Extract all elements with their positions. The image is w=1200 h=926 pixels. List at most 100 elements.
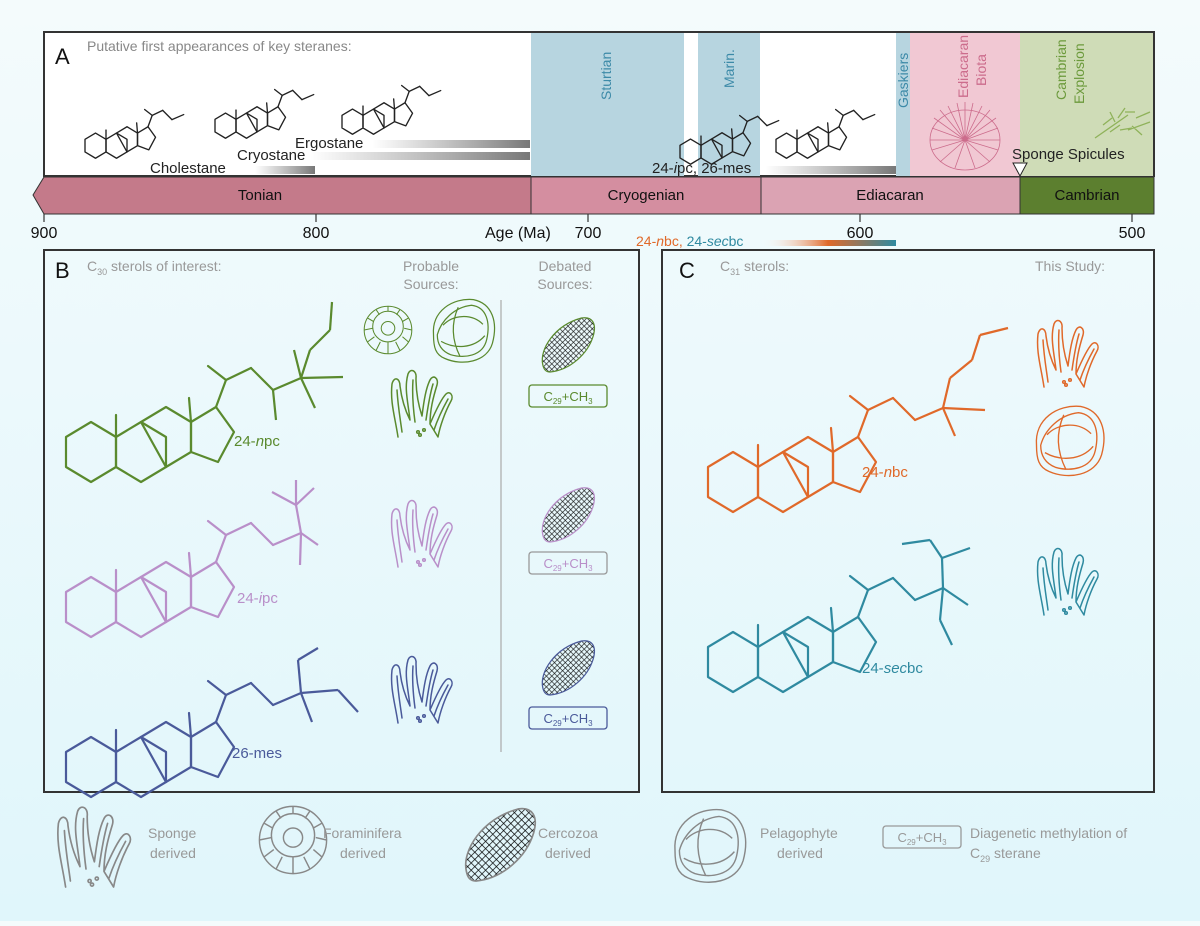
nbc-structure — [706, 394, 945, 514]
cambrian-explosion-band — [1020, 33, 1153, 176]
sponge-icon-mes — [390, 655, 453, 724]
cryostane-label: Cryostane — [237, 147, 305, 164]
npc-structure — [64, 349, 303, 484]
gaskiers-label: Gaskiers — [895, 53, 911, 108]
debated-sources-2: Sources: — [537, 276, 592, 292]
cholestane-label: Cholestane — [150, 160, 226, 177]
period-cambrian — [1019, 176, 1155, 215]
ipc-b-structure — [64, 519, 303, 639]
sponge-icon-npc — [390, 369, 453, 438]
pelagophyte-icon-nbc — [1035, 405, 1105, 477]
legend-pelago-1: Pelagophyte — [760, 825, 838, 841]
legend-methylation-box-label: C29+CH3 — [897, 830, 947, 847]
period-tonian-label: Tonian — [238, 187, 282, 204]
panel-c-letter: C — [679, 258, 695, 283]
nbc-label: 24-nbc — [862, 464, 908, 481]
ipc-mes-bar — [765, 166, 896, 174]
marinoan-band — [698, 33, 760, 176]
ipc-label: 24-ipc — [237, 590, 278, 607]
secbc-extra — [901, 538, 971, 646]
age-axis-label: Age (Ma) — [485, 225, 551, 242]
foram-icon-npc — [363, 305, 413, 355]
period-cryogenian-label: Cryogenian — [608, 187, 685, 204]
ergostane-label: Ergostane — [295, 135, 363, 152]
ipc-mes-label: 24-ipc, 26-mes — [652, 160, 751, 177]
legend-foram-icon — [258, 805, 328, 875]
cryostane-bar — [310, 152, 530, 160]
nbc-extra — [941, 326, 1009, 437]
mes-label: 26-mes — [232, 745, 282, 762]
period-ediacaran — [760, 176, 1021, 215]
legend-sponge-icon — [57, 806, 132, 888]
cercozoa-icon-ipc — [541, 487, 596, 543]
legend-sponge-1: Sponge — [148, 825, 196, 841]
legend-pelago-2: derived — [777, 845, 823, 861]
pelagophyte-icon-npc — [432, 298, 496, 363]
sponge-icon-secbc — [1036, 547, 1099, 616]
methylation-box-mes — [528, 706, 608, 730]
methylation-label-ipc: C29+CH3 — [543, 556, 593, 573]
mes-b-structure — [64, 679, 303, 799]
tick-800: 800 — [303, 225, 330, 242]
methylation-label-npc: C29+CH3 — [543, 389, 593, 406]
cercozoa-icon-mes — [541, 640, 596, 696]
sturtian-label: Sturtian — [598, 52, 614, 100]
age-axis-ticks — [43, 214, 1133, 222]
probable-sources-1: Probable — [403, 258, 459, 274]
panel-a-letter: A — [55, 44, 70, 69]
ediacaran-biota-label-2: Biota — [973, 54, 989, 86]
period-ediacaran-label: Ediacaran — [856, 187, 924, 204]
npc-label: 24-npc — [234, 433, 280, 450]
period-tonian — [32, 176, 532, 215]
marinoan-label: Marin. — [721, 49, 737, 88]
sponge-icon-nbc — [1036, 319, 1099, 388]
c31-appearance-label: 24-nbc, 24-secbc — [636, 233, 743, 249]
legend-sponge-2: derived — [150, 845, 196, 861]
sturtian-band — [531, 33, 684, 176]
dickinsonia-icon — [929, 102, 1001, 171]
tick-700: 700 — [575, 225, 602, 242]
legend-cercozoa-1: Cercozoa — [538, 825, 598, 841]
methylation-box-ipc — [528, 551, 608, 575]
panel-b-heading: C30 sterols of interest: — [87, 258, 222, 277]
panel-b-frame — [43, 249, 640, 793]
tick-500: 500 — [1119, 225, 1146, 242]
ipc-b-extra — [271, 480, 319, 566]
ediacaran-biota-label-1: Ediacaran — [955, 35, 971, 98]
legend-diag-1: Diagenetic methylation of — [970, 825, 1127, 841]
this-study-label: This Study: — [1035, 258, 1105, 274]
probable-sources-2: Sources: — [403, 276, 458, 292]
methylation-label-mes: C29+CH3 — [543, 711, 593, 728]
methylation-box-npc — [528, 384, 608, 408]
sponge-spicules-marker — [1012, 162, 1028, 178]
sponge-icon-ipc — [390, 499, 453, 568]
ergostane-bar — [372, 140, 530, 148]
c31-appearance-bar — [760, 240, 896, 246]
cercozoa-icon-npc — [541, 317, 596, 373]
tick-600: 600 — [847, 225, 874, 242]
legend-cercozoa-2: derived — [545, 845, 591, 861]
panel-c-frame — [661, 249, 1155, 793]
gaskiers-band — [896, 33, 910, 176]
cambrian-fossil-icon — [1094, 107, 1151, 139]
tick-900: 900 — [31, 225, 58, 242]
legend-pelagophyte-icon — [674, 808, 747, 883]
cholestane-bar — [255, 166, 315, 174]
panel-c-heading: C31 sterols: — [720, 258, 789, 277]
sponge-spicules-label: Sponge Spicules — [1012, 146, 1125, 163]
legend-methylation-box — [882, 825, 962, 849]
legend-diag-2: C29 sterane — [970, 845, 1041, 864]
period-cryogenian — [530, 176, 762, 215]
cambrian-explosion-label-2: Explosion — [1071, 43, 1087, 104]
legend-foram-1: Foraminifera — [323, 825, 402, 841]
period-cambrian-label: Cambrian — [1054, 187, 1119, 204]
panel-b-letter: B — [55, 258, 70, 283]
legend-cercozoa-icon — [464, 807, 537, 882]
mes-b-extra — [296, 647, 359, 723]
npc-extra — [299, 301, 344, 409]
cambrian-explosion-label-1: Cambrian — [1053, 39, 1069, 100]
secbc-label: 24-secbc — [862, 660, 923, 677]
debated-sources-1: Debated — [539, 258, 592, 274]
panel-a-heading: Putative first appearances of key steran… — [87, 38, 352, 54]
